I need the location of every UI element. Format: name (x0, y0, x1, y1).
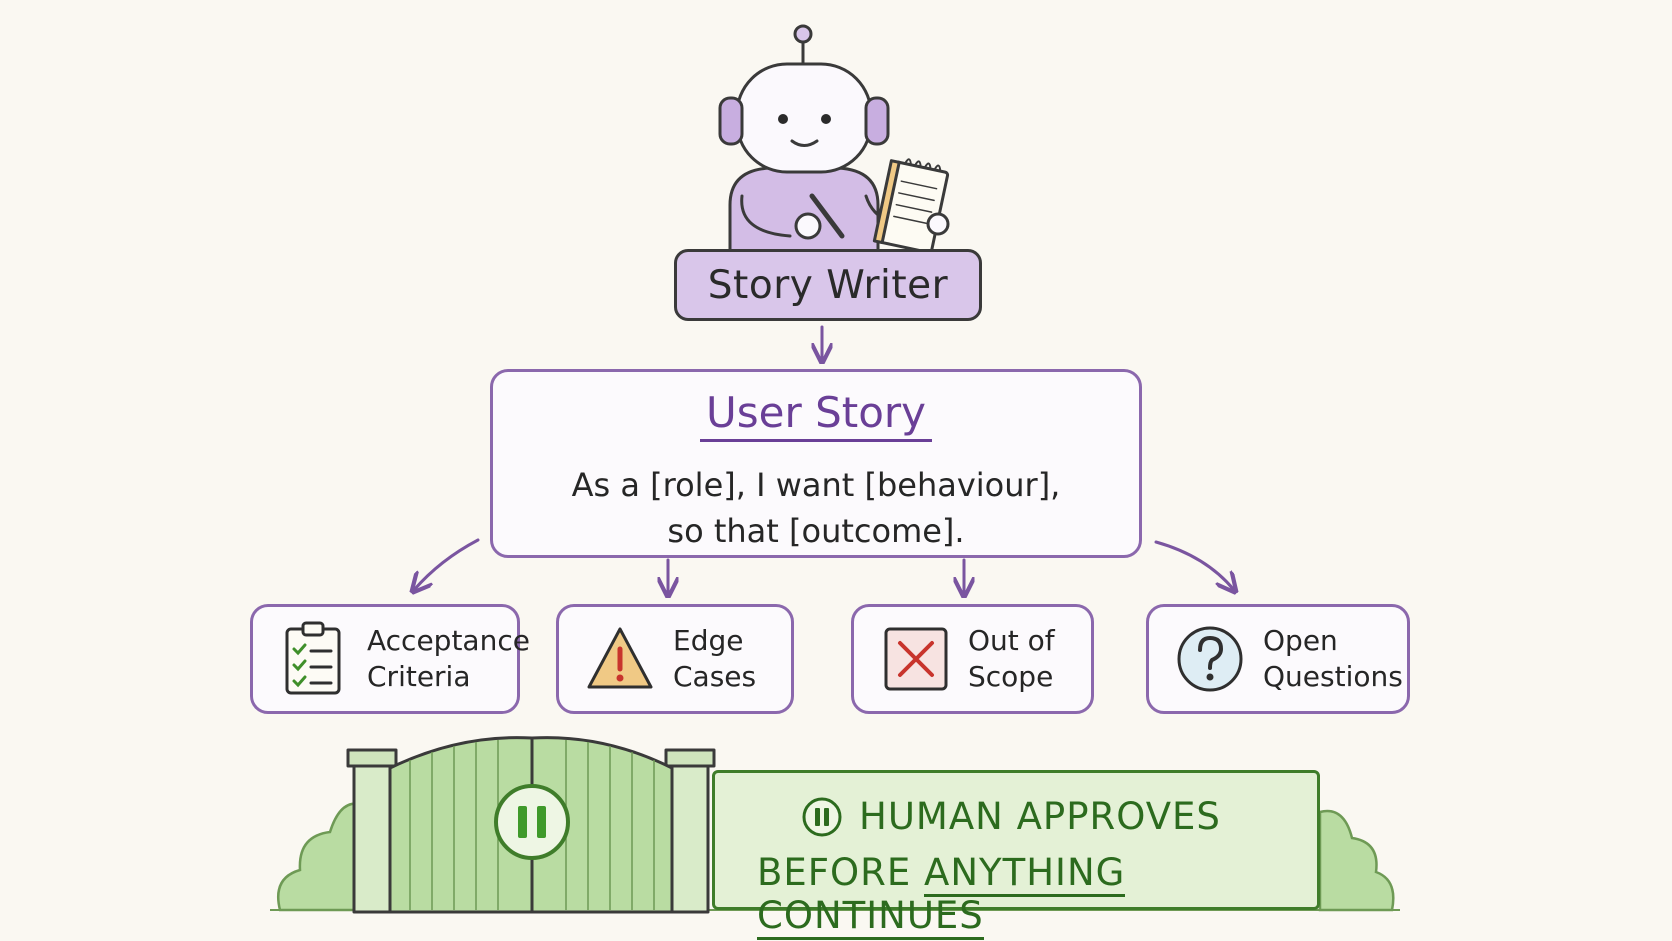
user-story-box: User Story As a [role], I want [behaviou… (490, 369, 1142, 558)
bush-right (1318, 809, 1395, 912)
robot-with-notepad-icon (718, 24, 950, 257)
flow-arrows (414, 325, 1234, 594)
human-approval-banner: HUMAN APPROVES BEFORE ANYTHING CONTINUES (712, 770, 1320, 940)
bush-left (277, 802, 362, 912)
gate-pause-icon (494, 784, 570, 860)
user-story-title: User Story (493, 388, 1139, 442)
x-box-icon (884, 627, 948, 691)
arrow-to-questions (1154, 540, 1234, 590)
clipboard-checklist-icon (285, 621, 341, 695)
banner-line2: BEFORE ANYTHING CONTINUES (757, 851, 1317, 940)
arrow-to-acceptance (414, 538, 480, 590)
banner-line1: HUMAN APPROVES (801, 795, 1221, 838)
warning-triangle-icon (587, 627, 653, 689)
user-story-template-line2: so that [outcome]. (667, 512, 965, 550)
approval-gate (346, 736, 716, 914)
story-writer-label: Story Writer (674, 249, 982, 321)
question-circle-icon (1177, 626, 1243, 692)
user-story-template-line1: As a [role], I want [behaviour], (571, 466, 1061, 504)
pause-icon (802, 797, 842, 836)
